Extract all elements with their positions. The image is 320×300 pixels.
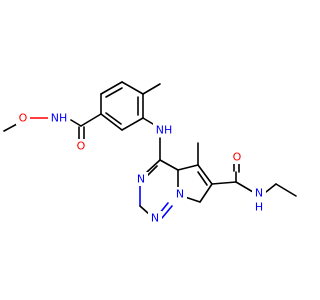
bonds bbox=[3, 81, 297, 219]
atom-nh-linker: NH bbox=[156, 124, 173, 137]
bond-c4a-c5 bbox=[177, 164, 199, 171]
bond-n1-nbridge bbox=[161, 205, 173, 219]
bond-carbonyl-ring bbox=[80, 113, 102, 127]
bond-ring1-b-inner bbox=[105, 87, 123, 98]
atom-oxygen-methoxy: O bbox=[19, 112, 28, 125]
atom-nitrogen-bridge: N bbox=[176, 188, 184, 201]
atom-nitrogen-3: N bbox=[137, 173, 145, 186]
bond-ring1-methyl bbox=[142, 83, 161, 95]
bond-c4-n3 bbox=[146, 159, 161, 173]
bond-carbonyl2-n bbox=[235, 181, 254, 193]
bond-c6-carbonyl2 bbox=[211, 181, 237, 185]
atom-nitrogen-1: N bbox=[151, 212, 159, 225]
bond-ring1-e bbox=[121, 117, 144, 131]
bond-c6-c7 bbox=[199, 183, 213, 203]
bond-ring1-c bbox=[121, 81, 144, 95]
atom-hydrogen-amide: H bbox=[255, 201, 263, 214]
atom-labels: O NH O NH N N N O N H bbox=[16, 111, 266, 225]
bond-ring1-b bbox=[100, 81, 123, 95]
bond-c2-n1 bbox=[139, 205, 150, 215]
atom-nitrogen-amide: N bbox=[255, 187, 263, 200]
bond-n-carbonyl-c bbox=[70, 119, 82, 127]
bond-c5-c6-inner bbox=[197, 171, 208, 186]
bond-n-ethyl1 bbox=[265, 183, 277, 193]
bond-methyl-o bbox=[3, 123, 18, 132]
bond-c4-n3-inner bbox=[147, 165, 158, 176]
atom-nh-hydroxamate: NH bbox=[51, 112, 68, 125]
atom-oxygen-carbonyl1: O bbox=[77, 140, 86, 153]
bond-c4a-c4 bbox=[159, 159, 179, 171]
bond-c5-c6 bbox=[197, 164, 213, 185]
bond-ring1-f-inner bbox=[105, 112, 122, 125]
bond-ethyl1-ethyl2 bbox=[275, 183, 297, 197]
bond-c7-nbridge bbox=[184, 196, 201, 203]
bond-ring1-f bbox=[100, 113, 123, 131]
molecule-structure-diagram: O NH O NH N N N O N H bbox=[3, 81, 297, 225]
atom-oxygen-carbonyl2: O bbox=[233, 151, 242, 164]
